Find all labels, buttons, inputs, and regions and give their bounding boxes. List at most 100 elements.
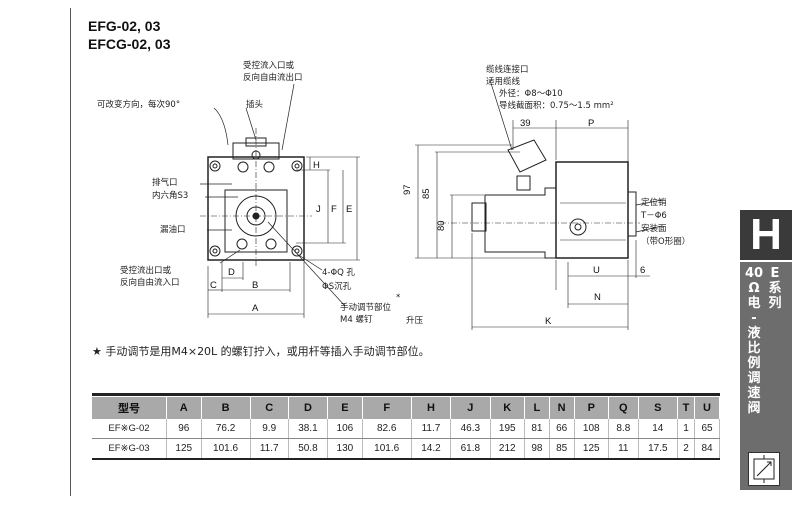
section-tab-title: 40 Ω 电 - 液 比 例 调 速 阀 [744, 266, 764, 416]
table-cell: 212 [490, 438, 525, 459]
table-cell: EF※G-03 [92, 438, 167, 459]
header-f: F [362, 397, 412, 419]
header-p: P [574, 397, 609, 419]
label-m4-screw: M4 螺钉 [340, 314, 373, 325]
header-d: D [288, 397, 329, 419]
table-cell: 125 [574, 438, 609, 459]
dim-85: 85 [421, 188, 432, 199]
label-cable-port: 缆线连接口 [486, 64, 529, 75]
table-cell: 101.6 [201, 438, 251, 459]
label-plug: 插头 [246, 99, 264, 110]
table-cell: 81 [524, 419, 550, 439]
header-e: E [327, 397, 363, 419]
header-j: J [450, 397, 491, 419]
header-b: B [201, 397, 251, 419]
table-bottom-rule [92, 458, 720, 460]
dim-B: B [252, 280, 258, 291]
page-margin-line [70, 8, 71, 496]
table-cell: 98 [524, 438, 550, 459]
table-cell: 11.7 [411, 419, 452, 439]
header-u: U [694, 397, 720, 419]
table-cell: 14 [638, 419, 679, 439]
side-valve-body [555, 161, 629, 259]
model-title-1: EFG-02, 03 [88, 18, 161, 34]
dim-U: U [593, 265, 600, 276]
table-cell: 66 [549, 419, 575, 439]
table-cell: 11.7 [250, 438, 289, 459]
label-locating-pin: 定位销 [641, 197, 667, 208]
dim-97: 97 [402, 184, 413, 195]
table-cell: EF※G-02 [92, 419, 167, 439]
label-reverse-free-outlet-top: 反向自由流出口 [243, 72, 303, 83]
table-cell: 82.6 [362, 419, 412, 439]
table-cell: 11 [608, 438, 639, 459]
label-air-vent: 排气口 [152, 177, 178, 188]
label-lift: 升压 [406, 315, 424, 326]
dim-K: K [545, 316, 552, 327]
header-q: Q [608, 397, 639, 419]
table-cell: 17.5 [638, 438, 679, 459]
section-tab-letter: H [740, 210, 792, 260]
table-cell: 8.8 [608, 419, 639, 439]
header-k: K [490, 397, 525, 419]
manual-adjust-note: ★ 手动调节是用M4×20L 的螺钉拧入，或用杆等插入手动调节部位。 [92, 345, 430, 358]
label-oil-drain: 漏油口 [160, 224, 186, 235]
label-reverse-free-inlet-bottom: 反向自由流入口 [120, 277, 180, 288]
table-cell: 101.6 [362, 438, 412, 459]
table-top-rule [92, 393, 720, 396]
label-cable-fit: 适用缆线 [486, 76, 521, 87]
dim-E: E [346, 204, 352, 215]
dim-F: F [331, 204, 337, 215]
section-tab-series: E 系 列 [768, 266, 782, 311]
table-cell: 1 [677, 419, 696, 439]
table-cell: 46.3 [450, 419, 491, 439]
header-t: T [677, 397, 696, 419]
label-core-area: 导线截面积：0.75～1.5 mm² [499, 100, 614, 111]
dim-D: D [228, 267, 235, 278]
dim-80: 80 [436, 220, 447, 231]
label-counterbore: ΦS沉孔 [322, 282, 352, 292]
label-controlled-inlet-bottom: 受控流出口或 [120, 265, 172, 276]
header-model: 型号 [92, 397, 167, 419]
header-l: L [524, 397, 550, 419]
label-controlled-inlet-top: 受控流入口或 [243, 60, 295, 71]
model-title-2: EFCG-02, 03 [88, 36, 171, 52]
dim-39: 39 [520, 118, 531, 129]
dim-J: J [316, 204, 321, 215]
table-cell: 108 [574, 419, 609, 439]
dim-H: H [313, 160, 320, 171]
front-plug-cap [245, 137, 267, 147]
table-cell: 9.9 [250, 419, 289, 439]
label-hex-socket: 内六角S3 [152, 190, 188, 201]
header-h: H [411, 397, 452, 419]
header-c: C [250, 397, 289, 419]
table-cell: 38.1 [288, 419, 329, 439]
side-cable-connector [507, 139, 547, 173]
label-outer-dia: 外径：Φ8～Φ10 [499, 88, 563, 99]
table-cell: 195 [490, 419, 525, 439]
table-cell: 61.8 [450, 438, 491, 459]
label-bolt-holes: 4-ΦQ 孔 [322, 268, 356, 278]
label-star: * [396, 293, 400, 303]
dim-N: N [594, 292, 601, 303]
table-cell: 85 [549, 438, 575, 459]
dim-A: A [252, 303, 259, 314]
side-coil-cap [471, 202, 487, 232]
table-cell: 96 [166, 419, 202, 439]
dim-6: 6 [640, 265, 645, 276]
table-cell: 50.8 [288, 438, 329, 459]
header-a: A [166, 397, 202, 419]
header-s: S [638, 397, 679, 419]
table-cell: 65 [694, 419, 720, 439]
table-cell: 106 [327, 419, 363, 439]
table-cell: 125 [166, 438, 202, 459]
valve-symbol-icon [748, 452, 780, 486]
table-cell: 84 [694, 438, 720, 459]
table-cell: 130 [327, 438, 363, 459]
label-rotatable: 可改变方向，每次90° [97, 99, 180, 110]
